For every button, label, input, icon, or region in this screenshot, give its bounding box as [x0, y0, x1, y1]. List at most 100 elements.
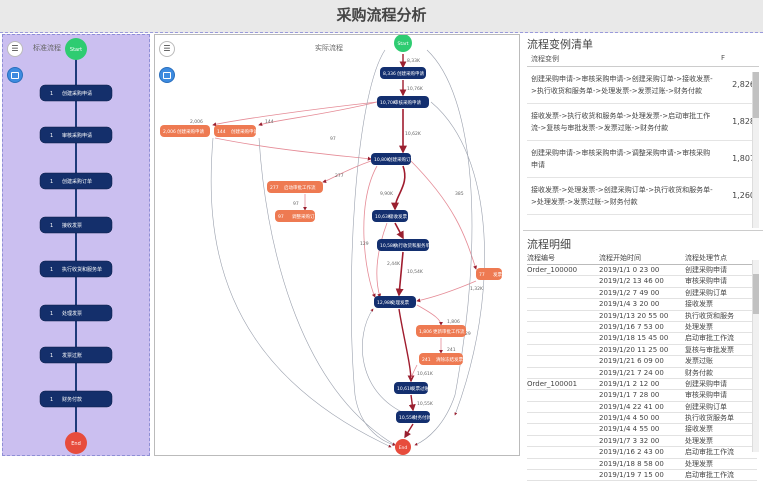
- detail-id: Order_100001: [527, 379, 578, 388]
- detail-node: 财务付款: [685, 368, 713, 377]
- detail-row[interactable]: 2019/1/4 4 50 00 执行收货服务单: [527, 413, 757, 425]
- detail-id: [527, 299, 599, 309]
- title-bar: 采购流程分析: [0, 0, 763, 33]
- menu-icon[interactable]: ☰: [7, 41, 23, 57]
- variant-text: 接收发票->执行收货和服务单->处理发票->启动审批工作流->复核与审批发票->…: [531, 112, 711, 132]
- process-edge: [430, 101, 485, 416]
- actual-edges: [210, 49, 485, 448]
- process-node-count: 144: [217, 129, 226, 135]
- edge-label: 277: [335, 173, 344, 179]
- process-node-label: 处理发票: [391, 299, 409, 306]
- process-edge: [258, 137, 396, 446]
- standard-node: [39, 346, 113, 364]
- process-edge: [258, 101, 378, 126]
- detail-id: [527, 276, 599, 286]
- detail-node: 审核采购申请: [685, 277, 727, 286]
- process-node-count: 8,336: [383, 71, 396, 77]
- process-edge: [404, 423, 414, 439]
- standard-start-node: [65, 38, 87, 60]
- detail-node: 启动审批工作流: [685, 448, 734, 457]
- variant-row[interactable]: 接收发票->执行收货和服务单->处理发票->启动审批工作流->复核与审批发票->…: [527, 104, 759, 141]
- detail-time: 2019/1/7 3 32 00: [599, 436, 660, 445]
- standard-node-label: 创建采购订单: [62, 178, 92, 185]
- process-node-label: 发票: [493, 271, 502, 278]
- variant-row[interactable]: 接收发票->处理发票->创建采购订单->执行收货和服务单->处理发票->发票过账…: [527, 178, 759, 215]
- variant-count: 1,260: [732, 191, 755, 200]
- variant-text: 创建采购申请->审核采购申请->创建采购订单->接收发票->执行收货和服务单->…: [531, 75, 713, 95]
- camera-icon[interactable]: [7, 67, 23, 83]
- standard-node-count: 1: [50, 397, 53, 403]
- edge-label: 241: [447, 347, 456, 353]
- detail-time: 2019/1/18 15 45 00: [599, 334, 669, 343]
- detail-time: 2019/1/4 22 41 00: [599, 402, 664, 411]
- detail-title: 流程明细: [527, 239, 571, 251]
- edge-label: 385: [455, 191, 464, 197]
- process-node-count: 277: [270, 185, 279, 191]
- variant-node: [416, 325, 466, 337]
- process-node-count: 241: [422, 357, 431, 363]
- variant-node: [275, 210, 315, 222]
- right-panel: 流程变例清单 流程变例 F 创建采购申请->审核采购申请->创建采购订单->接收…: [523, 34, 763, 481]
- menu-icon[interactable]: ☰: [159, 41, 175, 57]
- process-node: [396, 411, 430, 423]
- detail-row[interactable]: 2019/1/18 15 45 00 启动审批工作流: [527, 333, 757, 345]
- variants-scrollbar[interactable]: [752, 72, 759, 228]
- detail-time: 2019/1/16 7 53 00: [599, 322, 664, 331]
- standard-node-count: 1: [50, 353, 53, 359]
- edge-label: 2,44K: [387, 261, 401, 267]
- detail-id: [527, 402, 599, 412]
- edge-label: 1,806: [447, 319, 460, 325]
- edge-label: 2,006: [190, 119, 203, 125]
- edge-label: 129: [360, 241, 369, 247]
- variant-row[interactable]: 创建采购申请->审核采购申请->创建采购订单->接收发票->执行收货和服务单->…: [527, 67, 759, 104]
- variants-scroll-thumb[interactable]: [753, 72, 759, 118]
- process-node: [380, 67, 426, 79]
- process-edge: [363, 165, 378, 298]
- detail-id: [527, 447, 599, 457]
- variant-text: 创建采购申请->审核采购申请->调整采购申请->审核采购申请: [531, 149, 711, 169]
- standard-node: [39, 126, 113, 144]
- detail-time: 2019/1/19 7 15 00: [599, 471, 664, 480]
- detail-time: 2019/1/1 0 23 00: [599, 266, 660, 274]
- standard-node: [39, 260, 113, 278]
- detail-node: 创建采购申请: [685, 266, 727, 274]
- variants-list: 创建采购申请->审核采购申请->创建采购订单->接收发票->执行收货和服务单->…: [527, 67, 759, 215]
- detail-node: 处理发票: [685, 459, 713, 468]
- detail-id: [527, 413, 599, 423]
- process-node-label: 更新审批工作流: [433, 328, 465, 335]
- standard-node-count: 1: [50, 311, 53, 317]
- detail-scroll-thumb[interactable]: [753, 274, 759, 314]
- process-edge: [409, 364, 418, 382]
- detail-time: 2019/1/4 3 20 00: [599, 300, 660, 309]
- detail-id: [527, 436, 599, 446]
- camera-icon[interactable]: [159, 67, 175, 83]
- detail-col-time: 流程开始时间: [599, 254, 641, 262]
- standard-node: [39, 390, 113, 408]
- detail-scrollbar[interactable]: [752, 260, 759, 452]
- detail-node: 执行收货服务单: [685, 414, 734, 423]
- section-divider: [523, 230, 763, 231]
- detail-node: 启动审批工作流: [685, 334, 734, 343]
- detail-time: 2019/1/2 7 49 00: [599, 288, 660, 297]
- detail-time: 2019/1/4 4 50 00: [599, 414, 660, 423]
